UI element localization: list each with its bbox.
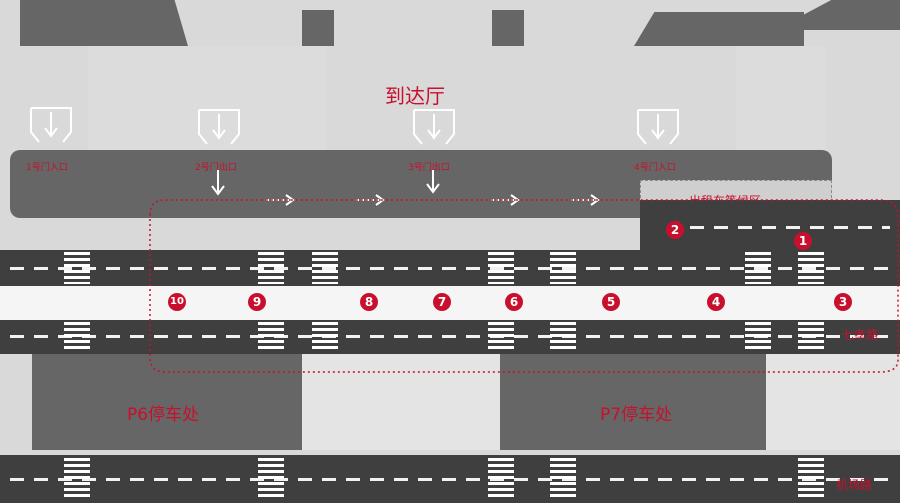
- crosswalk-upper-3: [312, 252, 338, 284]
- parking-gap-mid: [302, 354, 500, 450]
- parking-p7-label: P7停车处: [600, 405, 673, 425]
- stop-marker-4: 4: [707, 293, 725, 311]
- crosswalk-lower-5: [550, 322, 576, 352]
- stop-marker-3: 3: [834, 293, 852, 311]
- stop-marker-1: 1: [794, 232, 812, 250]
- parking-p7: [500, 354, 766, 450]
- gate-4-label: 4号门入口: [634, 163, 676, 173]
- crosswalk-upper-5: [550, 252, 576, 284]
- stop-marker-9: 9: [248, 293, 266, 311]
- gate-3-label: 3号门出口: [408, 163, 450, 173]
- crosswalk-bottom-4: [550, 458, 576, 500]
- taxi-entry-lane: [640, 200, 900, 250]
- building-block-b: [492, 10, 524, 46]
- building-roof-left: [20, 0, 188, 46]
- crosswalk-bottom-2: [258, 458, 284, 500]
- crosswalk-bottom-5: [798, 458, 824, 500]
- building-roof-right: [634, 12, 804, 46]
- stop-marker-8: 8: [360, 293, 378, 311]
- gate-1-icon: [30, 107, 72, 143]
- gate-4-icon: [637, 109, 679, 145]
- gate-2-label: 2号门出口: [195, 163, 237, 173]
- upper-road-name: 七孝路: [842, 328, 879, 342]
- arrival-hall-title: 到达厅: [385, 84, 445, 108]
- crosswalk-lower-3: [312, 322, 338, 352]
- crosswalk-upper-7: [798, 252, 824, 284]
- parking-p6: [32, 354, 302, 450]
- bottom-road-markings: [10, 478, 890, 481]
- crosswalk-upper-4: [488, 252, 514, 284]
- stop-marker-6: 6: [505, 293, 523, 311]
- bottom-road-name: 机场路: [836, 478, 873, 492]
- crosswalk-lower-7: [798, 322, 824, 352]
- gate-2-icon: [198, 109, 240, 145]
- crosswalk-bottom-1: [64, 458, 90, 500]
- building-block-a: [302, 10, 334, 46]
- crosswalk-upper-1: [64, 252, 90, 284]
- stop-marker-7: 7: [433, 293, 451, 311]
- crosswalk-bottom-3: [488, 458, 514, 500]
- parking-p6-label: P6停车处: [127, 405, 200, 425]
- stop-marker-5: 5: [602, 293, 620, 311]
- crosswalk-upper-2: [258, 252, 284, 284]
- crosswalk-lower-2: [258, 322, 284, 352]
- gate-3-icon: [413, 109, 455, 145]
- gate-1-label: 1号门入口: [26, 163, 68, 173]
- crosswalk-upper-6: [745, 252, 771, 284]
- lower-road-markings: [10, 335, 890, 338]
- crosswalk-lower-4: [488, 322, 514, 352]
- upper-road-markings: [10, 267, 890, 270]
- crosswalk-lower-1: [64, 322, 90, 352]
- parking-gap-right: [766, 354, 900, 450]
- crosswalk-lower-6: [745, 322, 771, 352]
- terminal-floor-left: [88, 46, 326, 151]
- stop-marker-10: 10: [168, 293, 186, 311]
- stop-marker-2: 2: [666, 221, 684, 239]
- terminal-floor-right: [736, 46, 826, 151]
- taxi-lane-markings: [690, 226, 890, 229]
